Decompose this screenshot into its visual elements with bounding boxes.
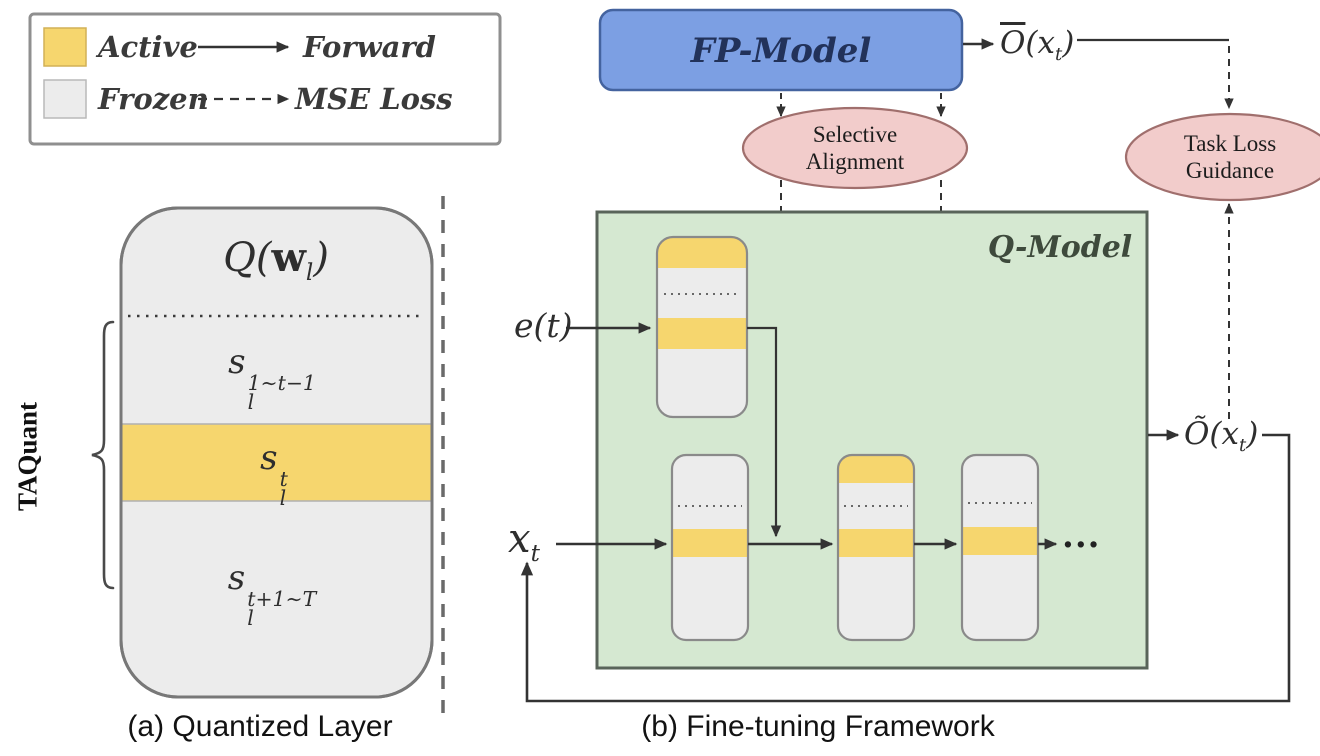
active-step-band [121, 424, 432, 501]
q-output-sub: t [1239, 435, 1247, 457]
qwl-prefix: Q( [223, 235, 272, 281]
fp-output-sub: t [1055, 44, 1063, 66]
qwl-weight: w [271, 234, 306, 281]
selective-alignment-label: Selective Alignment [806, 121, 904, 175]
seg-past-base: s [228, 342, 246, 382]
feedback-line [520, 433, 1291, 703]
legend-box [28, 12, 502, 146]
fp-output-label: O(xt) [1000, 25, 1074, 65]
seg-past-sup: 1∼t−1 [247, 371, 316, 395]
input-x-sub: t [530, 540, 540, 567]
input-e-label: e(t) [514, 306, 573, 345]
input-x-label: xt [508, 516, 540, 567]
quantized-layer-outline [119, 206, 434, 699]
ellipsis-label: ... [1062, 516, 1101, 556]
active-swatch [43, 27, 87, 67]
selective-alignment-ellipse [741, 106, 969, 190]
seg-future-base: s [227, 558, 246, 598]
layer-block-2-fills [838, 455, 914, 640]
fp-model-label: FP-Model [690, 31, 872, 71]
seg-past-sub: l [247, 390, 255, 415]
seg-active-sup: t [279, 467, 288, 491]
task-loss-label: Task Loss Guidance [1184, 130, 1276, 184]
legend-active-label: Active [98, 30, 198, 64]
selective-alignment-line1: Selective [812, 122, 898, 147]
quantized-layer-fills [121, 423, 432, 502]
legend-mse-label: MSE Loss [295, 82, 453, 116]
fp-model-box [598, 8, 964, 92]
seg-active-sub: l [279, 486, 287, 511]
fp-output-o: O [1000, 25, 1026, 61]
legend-forward-label: Forward [303, 30, 436, 64]
embedding-branch-line [747, 326, 782, 538]
q-output-o: Õ [1184, 416, 1210, 452]
frozen-swatch [43, 79, 87, 119]
layer-block-3-fills [962, 455, 1038, 640]
caption-b: (b) Fine-tuning Framework [641, 710, 995, 743]
q-output-open: (x [1209, 416, 1239, 452]
taquant-brace [91, 320, 115, 590]
selective-alignment-line2: Alignment [805, 149, 905, 174]
task-loss-line2: Guidance [1185, 158, 1275, 183]
q-model-label: Q-Model [987, 230, 1133, 265]
seg-active-base: s [260, 438, 278, 478]
qwl-sub: l [305, 259, 314, 286]
taquant-label: TAQuant [12, 401, 43, 512]
q-output-close: ) [1246, 416, 1259, 452]
task-loss-line1: Task Loss [1183, 131, 1277, 156]
layer-block-2-outline [836, 453, 916, 642]
caption-a: (a) Quantized Layer [127, 710, 393, 743]
seg-future-sup: t+1∼T [247, 587, 317, 611]
legend-frozen-label: Frozen [98, 82, 209, 116]
input-x-base: x [508, 516, 531, 562]
layer-block-1-outline [670, 453, 750, 642]
fp-output-open: (x [1025, 25, 1055, 61]
layer-block-3-outline [960, 453, 1040, 642]
embedding-block-fills [657, 237, 747, 417]
qwl-suffix: ) [313, 235, 329, 281]
quantized-layer-title: Q(wl) [223, 234, 329, 286]
layer-block-1-fills [672, 455, 748, 640]
q-output-label: Õ(xt) [1184, 416, 1258, 456]
task-loss-ellipse [1124, 112, 1320, 202]
fp-output-close: ) [1062, 25, 1075, 61]
seg-future-sub: l [247, 606, 254, 631]
